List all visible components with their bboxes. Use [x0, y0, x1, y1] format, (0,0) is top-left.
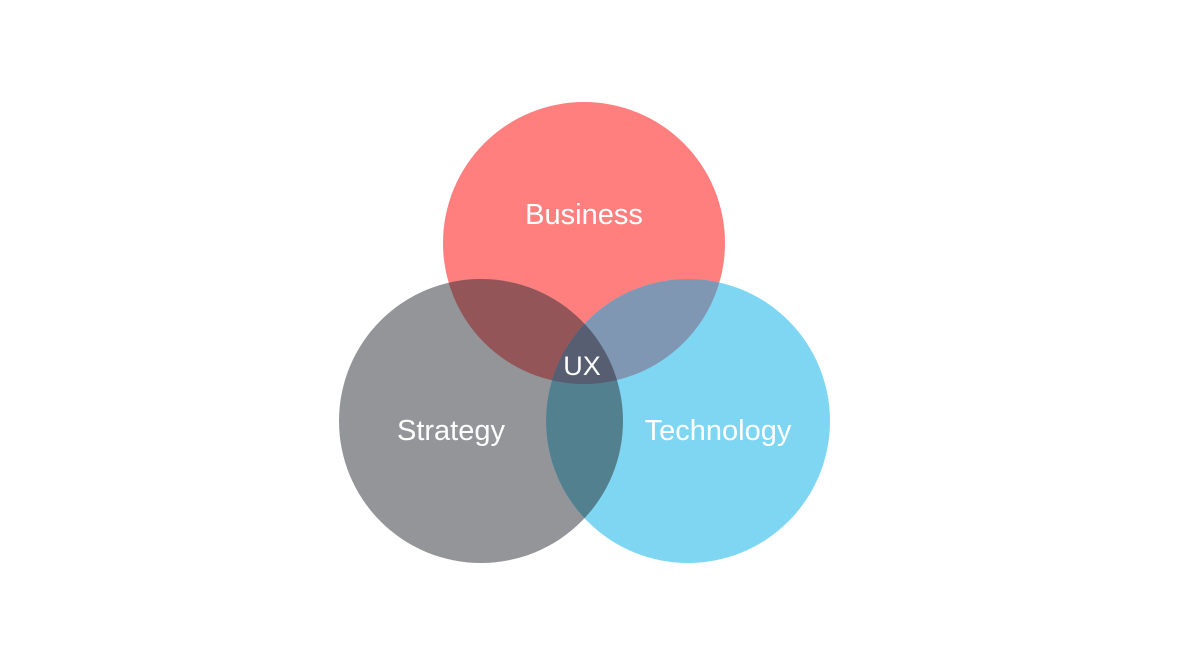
business-technology-overlap: [546, 279, 725, 384]
ux-label: UX: [563, 351, 601, 381]
strategy-label: Strategy: [397, 415, 505, 447]
business-strategy-overlap: [443, 279, 623, 384]
technology-label: Technology: [645, 415, 792, 447]
business-label: Business: [525, 199, 643, 231]
